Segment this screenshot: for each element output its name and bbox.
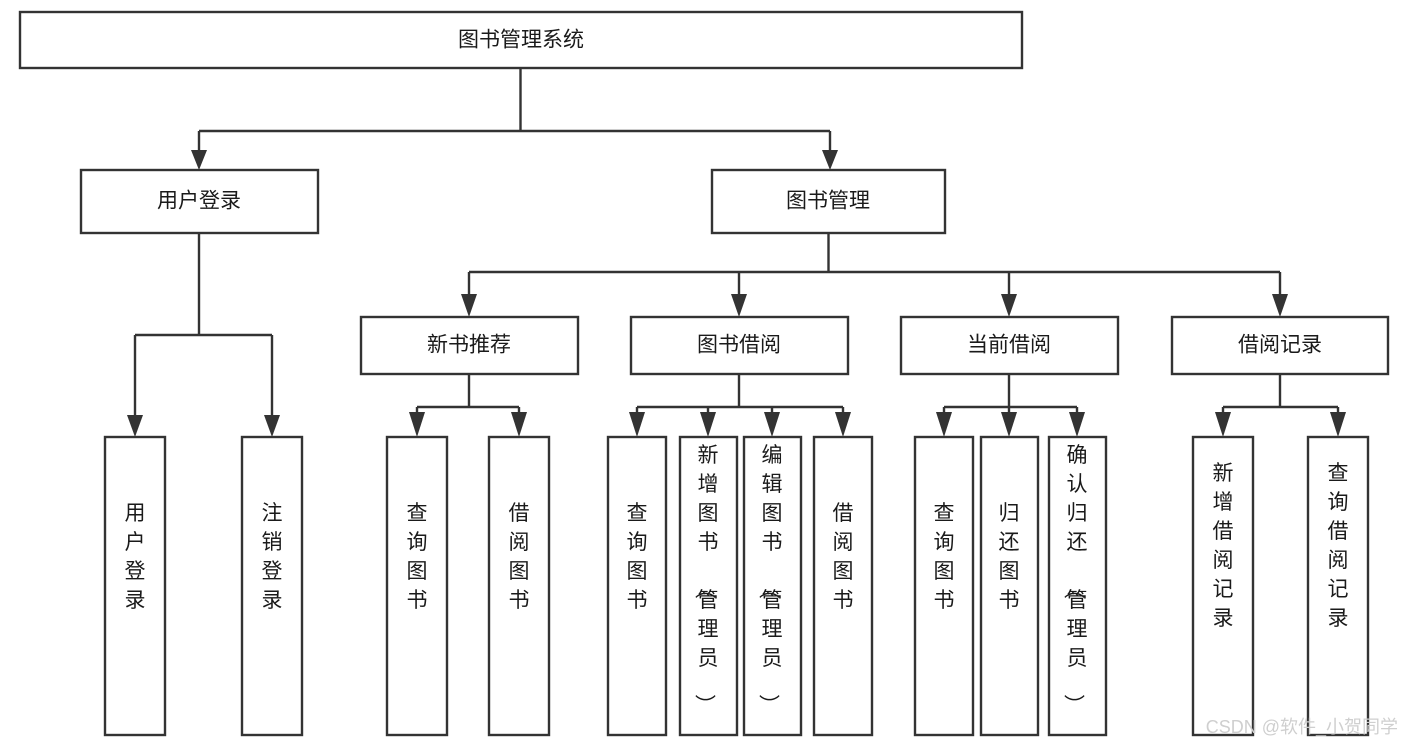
node-user-login-box[interactable] [79,168,320,235]
node-root[interactable]: 图书管理系统 [18,10,1024,70]
node-leaf-borrow-book-2[interactable]: 借阅图书 [812,435,874,737]
arrow-head-leaf-add-book [700,412,716,437]
node-leaf-query-book-2-box[interactable] [606,435,668,737]
node-book-manage[interactable]: 图书管理 [710,168,947,235]
node-leaf-add-record[interactable]: 新增借阅记录 [1191,435,1255,737]
node-leaf-add-book[interactable]: 新增图书（管理员） [678,435,739,737]
node-current-borrow-box[interactable] [899,315,1120,376]
node-current-borrow-label: 当前借阅 [967,334,1051,357]
node-leaf-logout[interactable]: 注销登录 [240,435,304,737]
arrow-head-leaf-borrow-book-2 [835,412,851,437]
node-leaf-query-book-3-box[interactable] [913,435,975,737]
node-leaf-edit-book-box[interactable] [742,435,803,737]
node-root-box[interactable] [18,10,1024,70]
node-book-manage-label: 图书管理 [786,190,870,213]
arrow-head-leaf-query-book-3 [936,412,952,437]
node-leaf-confirm-return-box[interactable] [1047,435,1108,737]
node-leaf-add-record-box[interactable] [1191,435,1255,737]
node-leaf-query-book-3-label: 查询图书 [934,502,955,612]
csdn-watermark: CSDN @软件_小贺同学 [1206,717,1398,738]
node-new-book-rec[interactable]: 新书推荐 [359,315,580,376]
node-leaf-return-book[interactable]: 归还图书 [979,435,1040,737]
arrow-head-leaf-query-record [1330,412,1346,437]
arrow-head-leaf-add-record [1215,412,1231,437]
node-leaf-add-book-label: 新增图书（管理员） [693,444,719,715]
node-leaf-borrow-book-1[interactable]: 借阅图书 [487,435,551,737]
arrow-head-book-manage [822,150,838,170]
arrow-head-leaf-edit-book [764,412,780,437]
node-leaf-edit-book[interactable]: 编辑图书（管理员） [742,435,803,737]
arrow-head-current-borrow [1001,294,1017,317]
arrow-head-leaf-borrow-book-1 [511,412,527,437]
node-leaf-logout-label: 注销登录 [262,502,283,612]
node-leaf-query-record[interactable]: 查询借阅记录 [1306,435,1370,737]
node-leaf-query-book-1[interactable]: 查询图书 [385,435,449,737]
node-leaf-query-book-1-label: 查询图书 [407,502,428,612]
node-leaf-query-record-label: 查询借阅记录 [1328,462,1349,630]
node-leaf-user-login-box[interactable] [103,435,167,737]
node-book-borrow[interactable]: 图书借阅 [629,315,850,376]
node-leaf-logout-box[interactable] [240,435,304,737]
node-root-label: 图书管理系统 [458,29,584,52]
node-book-manage-box[interactable] [710,168,947,235]
arrow-head-user-login [191,150,207,170]
arrow-head-leaf-logout [264,415,280,437]
node-leaf-return-book-box[interactable] [979,435,1040,737]
node-new-book-rec-box[interactable] [359,315,580,376]
arrow-head-borrow-record [1272,294,1288,317]
arrow-head-leaf-query-book-1 [409,412,425,437]
arrow-head-new-book-rec [461,294,477,317]
node-user-login[interactable]: 用户登录 [79,168,320,235]
node-book-borrow-label: 图书借阅 [697,334,781,357]
node-leaf-return-book-label: 归还图书 [999,502,1020,612]
arrow-head-leaf-query-book-2 [629,412,645,437]
node-leaf-borrow-book-2-label: 借阅图书 [833,502,854,612]
node-current-borrow[interactable]: 当前借阅 [899,315,1120,376]
node-leaf-query-record-box[interactable] [1306,435,1370,737]
node-leaf-edit-book-label: 编辑图书（管理员） [757,444,783,715]
node-leaf-confirm-return-label: 确认归还（管理员） [1062,444,1088,715]
node-leaf-borrow-book-1-box[interactable] [487,435,551,737]
node-leaf-add-book-box[interactable] [678,435,739,737]
node-user-login-label: 用户登录 [157,190,241,213]
node-leaf-add-record-label: 新增借阅记录 [1213,462,1234,630]
arrow-head-book-borrow [731,294,747,317]
node-leaf-user-login-label: 用户登录 [125,502,146,612]
node-leaf-borrow-book-1-label: 借阅图书 [509,502,530,612]
node-borrow-record[interactable]: 借阅记录 [1170,315,1390,376]
node-leaf-query-book-2[interactable]: 查询图书 [606,435,668,737]
node-leaf-query-book-1-box[interactable] [385,435,449,737]
node-leaf-query-book-3[interactable]: 查询图书 [913,435,975,737]
arrow-head-leaf-user-login [127,415,143,437]
node-borrow-record-label: 借阅记录 [1238,334,1322,357]
arrow-head-leaf-return-book [1001,412,1017,437]
connector-layer [127,68,1346,437]
node-leaf-query-book-2-label: 查询图书 [627,502,648,612]
node-borrow-record-box[interactable] [1170,315,1390,376]
node-new-book-rec-label: 新书推荐 [427,334,511,357]
arrow-head-leaf-confirm-return [1069,412,1085,437]
node-leaf-user-login[interactable]: 用户登录 [103,435,167,737]
node-book-borrow-box[interactable] [629,315,850,376]
node-leaf-confirm-return[interactable]: 确认归还（管理员） [1047,435,1108,737]
node-leaf-borrow-book-2-box[interactable] [812,435,874,737]
